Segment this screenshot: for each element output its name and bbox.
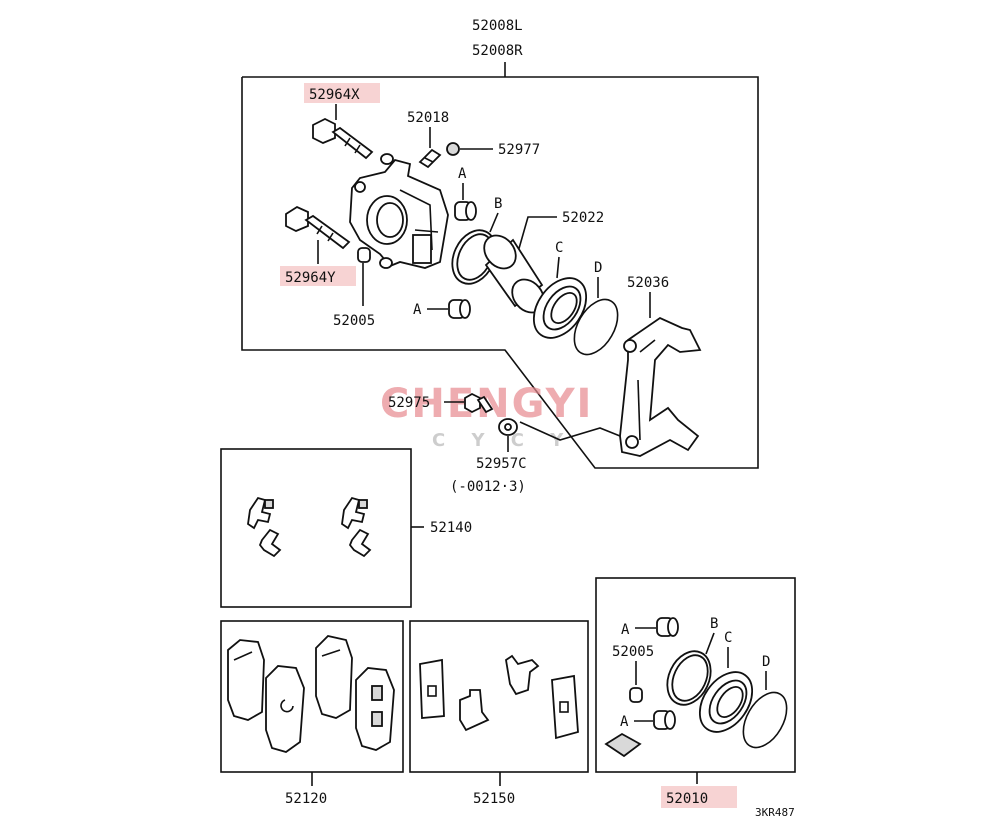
kit-snap-ring-d	[742, 691, 788, 749]
diagram-code: 3KR487	[755, 806, 795, 819]
sleeve-52005	[357, 247, 371, 263]
label-52018: 52018	[407, 110, 449, 126]
label-52036: 52036	[627, 275, 669, 291]
label-d: D	[594, 260, 602, 276]
leader-bracket-washer	[519, 421, 621, 441]
brake-pads-52120	[227, 635, 395, 753]
box-52140	[220, 448, 412, 608]
bushing-a-mid	[448, 299, 471, 319]
watermark-sub: C Y C Y	[432, 430, 573, 451]
label-a-mid: A	[413, 302, 422, 318]
label-c: C	[555, 240, 563, 256]
leader-b	[489, 212, 499, 233]
label-52120: 52120	[285, 791, 327, 807]
label-52975: 52975	[388, 395, 430, 411]
label-52964x: 52964X	[309, 87, 360, 103]
bushing-a-top	[454, 201, 477, 221]
bleeder-screw-52018	[418, 148, 442, 169]
washer-hole	[504, 423, 512, 431]
label-kit-d: D	[762, 654, 770, 670]
watermark: CHENGYI C Y C Y	[380, 381, 591, 451]
kit-bushing-a-bottom	[653, 710, 676, 730]
label-a-top: A	[458, 166, 467, 182]
cap-52977	[446, 142, 460, 156]
dust-boot-c	[532, 277, 588, 339]
label-kit-a-top: A	[621, 622, 630, 638]
kit-boot-c	[698, 671, 754, 733]
label-52005: 52005	[333, 313, 375, 329]
label-52957c: 52957C	[476, 456, 527, 472]
leader-c	[556, 256, 560, 279]
sleeve-small	[380, 153, 394, 165]
label-kit-52005: 52005	[612, 644, 654, 660]
box-52150	[409, 620, 589, 773]
snap-ring-d	[573, 298, 619, 356]
leader-52022	[517, 216, 557, 253]
bolt-52975	[464, 392, 494, 414]
kit-bushing-a-top	[656, 617, 679, 637]
label-52150: 52150	[473, 791, 515, 807]
highlight-52964x	[304, 83, 380, 103]
pad-clips-52140	[247, 496, 372, 558]
label-52022: 52022	[562, 210, 604, 226]
label-52010: 52010	[666, 791, 708, 807]
highlight-52964y	[280, 266, 356, 286]
label-kit-c: C	[724, 630, 732, 646]
bolt-52964x	[312, 117, 374, 160]
kit-seal-b	[666, 650, 712, 706]
caliper-body	[349, 158, 449, 269]
bracket-52036	[619, 316, 702, 457]
label-52964y: 52964Y	[285, 270, 336, 286]
label-52008r: 52008R	[472, 43, 523, 59]
highlight-52010	[661, 786, 737, 808]
label-52008l: 52008L	[472, 18, 523, 34]
label-52957c-note: (-0012·3)	[450, 479, 526, 495]
leader-kit-b	[705, 632, 715, 655]
label-52977: 52977	[498, 142, 540, 158]
label-b: B	[494, 196, 502, 212]
shims-52150	[419, 654, 579, 740]
kit-grease-packet	[604, 732, 642, 758]
kit-sleeve-52005	[629, 687, 643, 703]
label-kit-a-bottom: A	[620, 714, 629, 730]
box-52010	[595, 577, 796, 773]
piston-52022	[483, 234, 545, 314]
label-52140: 52140	[430, 520, 472, 536]
bolt-52964y	[285, 205, 351, 250]
label-kit-b: B	[710, 616, 718, 632]
caliper-box-outline	[241, 76, 759, 469]
